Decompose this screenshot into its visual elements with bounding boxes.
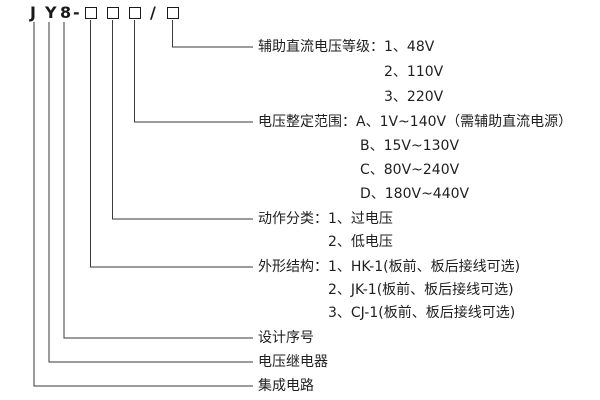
label-structure-option-2: 2、JK-1(板前、板后接线可选) <box>328 282 514 298</box>
label-structure-type: 外形结构：1、HK-1(板前、板后接线可选) <box>258 259 521 275</box>
connector-voltage-setting-range <box>134 20 253 123</box>
model-letter-y: Y <box>45 3 57 22</box>
label-range-option-d: D、180V~440V <box>360 186 470 202</box>
label-aux-dc-voltage-level: 辅助直流电压等级：1、48V <box>258 39 435 55</box>
label-voltage-relay: 电压继电器 <box>258 354 328 370</box>
connector-design-serial <box>63 22 253 339</box>
connector-structure-type <box>90 20 253 268</box>
label-voltage-setting-range: 电压整定范围：A、1V~140V（需辅助直流电源） <box>258 114 573 130</box>
label-action-category: 动作分类：1、过电压 <box>258 211 393 227</box>
label-aux-dc-option-2: 2、110V <box>384 64 444 80</box>
model-slash: / <box>150 3 156 22</box>
label-action-option-2: 2、低电压 <box>328 234 393 250</box>
placeholder-box-range <box>129 7 141 19</box>
label-integrated-circuit: 集成电路 <box>258 378 314 394</box>
placeholder-box-structure <box>85 7 97 19</box>
model-dash: - <box>73 3 80 22</box>
label-aux-dc-option-3: 3、220V <box>384 89 444 105</box>
label-range-option-b: B、15V~130V <box>360 138 460 154</box>
connector-integrated-circuit <box>33 22 253 387</box>
connector-action-category <box>112 20 253 220</box>
model-digit-8: 8 <box>60 3 72 22</box>
label-structure-option-3: 3、CJ-1(板前、板后接线可选) <box>328 305 516 321</box>
model-letter-j: J <box>30 3 36 22</box>
placeholder-box-aux-voltage <box>167 7 179 19</box>
placeholder-box-action <box>107 7 119 19</box>
connector-voltage-relay <box>48 22 253 363</box>
connector-aux-dc-voltage-level <box>172 20 253 48</box>
label-range-option-c: C、80V~240V <box>360 162 460 178</box>
label-design-serial: 设计序号 <box>258 330 314 346</box>
